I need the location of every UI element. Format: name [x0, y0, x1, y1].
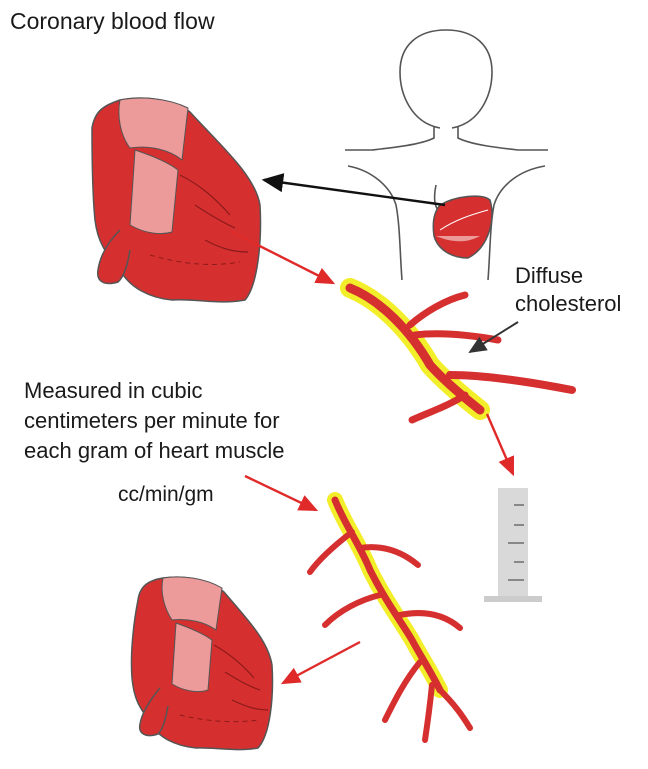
bottom-heart-icon: [131, 577, 272, 750]
lower-artery-icon: [310, 500, 470, 740]
measured-line-1: Measured in cubic: [24, 376, 284, 406]
diffuse-cholesterol-label: Diffuse cholesterol: [515, 262, 621, 318]
artery-to-heart-arrow: [283, 642, 360, 683]
measurement-description: Measured in cubic centimeters per minute…: [24, 376, 284, 466]
diffuse-line-1: Diffuse: [515, 262, 621, 290]
measured-line-2: centimeters per minute for: [24, 406, 284, 436]
diffuse-line-2: cholesterol: [515, 290, 621, 318]
unit-label: cc/min/gm: [118, 483, 214, 507]
measurement-arrow: [245, 476, 316, 510]
measuring-gauge-icon: [484, 488, 542, 602]
measured-line-3: each gram of heart muscle: [24, 436, 284, 466]
artery-to-gauge-arrow: [487, 414, 513, 474]
top-heart-icon: [92, 98, 260, 302]
page-title: Coronary blood flow: [10, 8, 215, 35]
chest-to-heart-arrow: [264, 180, 445, 205]
